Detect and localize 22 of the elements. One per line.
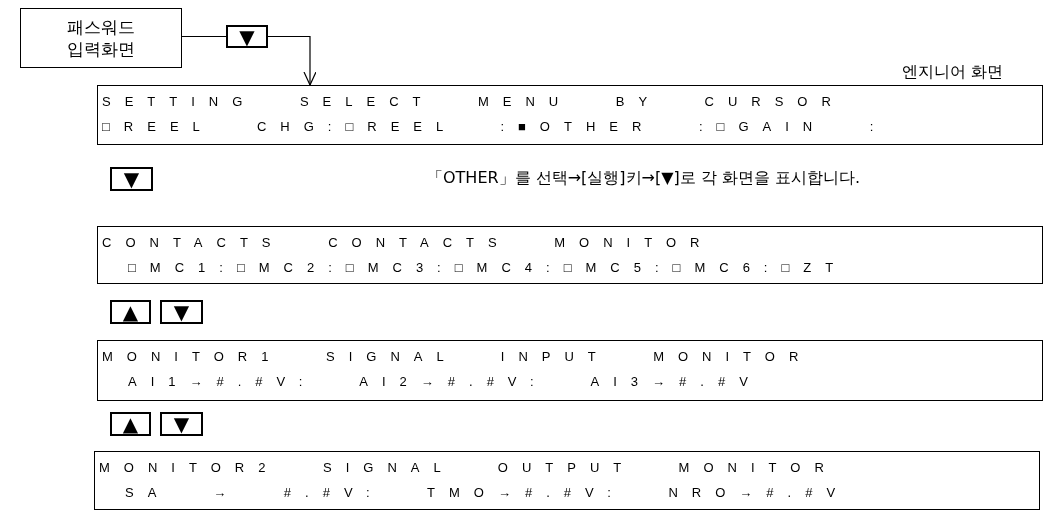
display-line: SA → #.#V: TMO→#.#V: NRO→#.#V xyxy=(125,484,850,502)
display-screen-box xyxy=(94,451,1040,510)
instruction-note: 「OTHER」를 선택→[실행]키→[▼]로 각 화면을 표시합니다. xyxy=(427,168,861,189)
display-line: SETTING SELECT MENU BY CURSOR xyxy=(102,93,845,111)
key-button: ▼ xyxy=(160,412,203,436)
screen-caption: 엔지니어 화면 xyxy=(902,62,1004,83)
display-line: CONTACTS CONTACTS MONITOR xyxy=(102,234,714,252)
key-button: ▼ xyxy=(110,167,153,191)
key-button: ▼ xyxy=(226,25,268,48)
display-screen-box xyxy=(97,85,1043,145)
key-button: ▼ xyxy=(160,300,203,324)
display-line: AI1→#.#V: AI2→#.#V: AI3→#.#V xyxy=(128,373,762,391)
display-line: MONITOR1 SIGNAL INPUT MONITOR xyxy=(102,348,813,366)
display-line: □REEL CHG:□REEL :■OTHER :□GAIN : xyxy=(102,118,888,136)
display-screen-box xyxy=(97,340,1043,401)
screen-box: 패스워드 입력화면 xyxy=(20,8,182,68)
arrow xyxy=(267,35,317,86)
key-button: ▲ xyxy=(110,412,151,436)
display-screen-box xyxy=(97,226,1043,284)
display-line: □MC1:□MC2:□MC3:□MC4:□MC5:□MC6:□ZT xyxy=(128,259,848,277)
display-line: MONITOR2 SIGNAL OUTPUT MONITOR xyxy=(99,459,838,477)
key-button: ▲ xyxy=(110,300,151,324)
